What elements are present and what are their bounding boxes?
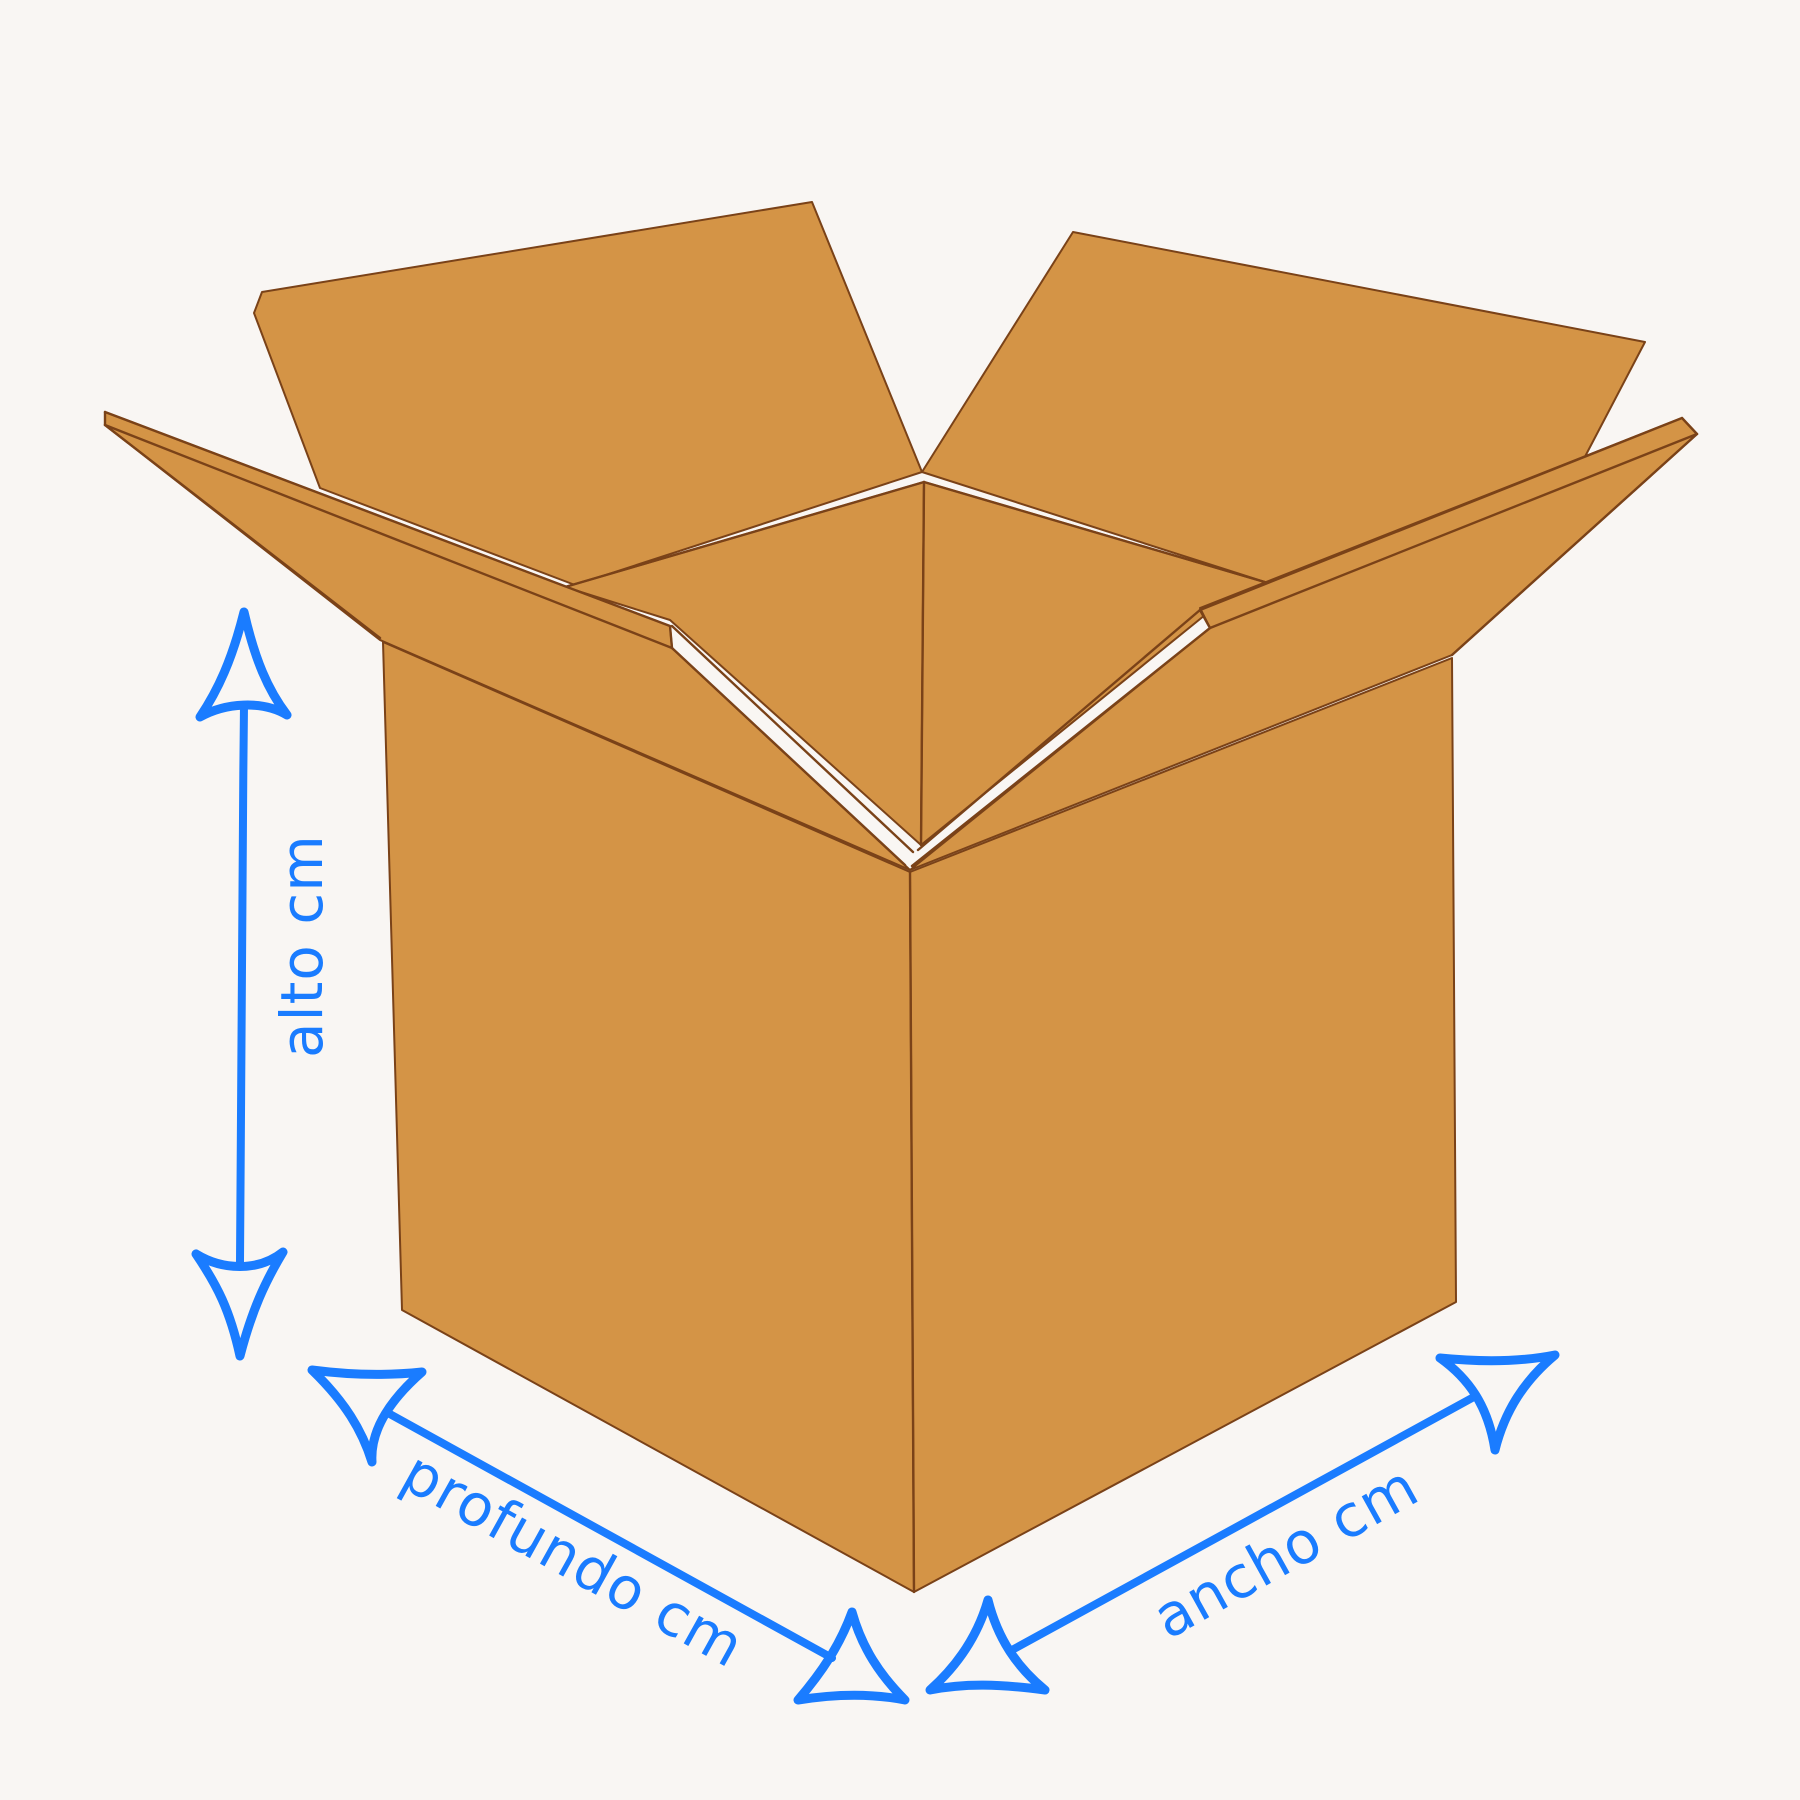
depth-arrow-start-head bbox=[307, 1365, 427, 1467]
width-arrow-shaft bbox=[1008, 1394, 1476, 1654]
front-left-flap-fold-line bbox=[670, 624, 915, 854]
height-arrow-bottom-head bbox=[191, 1247, 288, 1361]
box-body bbox=[382, 641, 1457, 1594]
front-left-flap bbox=[103, 410, 915, 871]
width-arrow-end-head bbox=[1435, 1350, 1560, 1455]
height-arrow-shaft bbox=[236, 701, 248, 1266]
depth-arrow-end-head bbox=[793, 1607, 910, 1705]
box-left-face bbox=[382, 641, 915, 1593]
front-right-flap bbox=[909, 416, 1699, 871]
front-left-flap-outer bbox=[103, 423, 382, 640]
height-label: alto cm bbox=[268, 834, 336, 1058]
front-right-flap-fold-line-2 bbox=[910, 626, 1212, 868]
height-arrow-top-head bbox=[195, 607, 292, 722]
width-arrow-start-head bbox=[925, 1595, 1050, 1695]
front-right-flap-inner-edge bbox=[1208, 432, 1699, 630]
depth-arrow-shaft bbox=[384, 1409, 836, 1662]
front-right-flap-outer bbox=[1450, 432, 1699, 657]
height-dimension: alto cm bbox=[191, 607, 336, 1361]
box-front-corner bbox=[908, 870, 916, 1594]
front-right-flap-end bbox=[1680, 416, 1699, 436]
front-left-flap-top-edge bbox=[103, 410, 674, 650]
back-flaps bbox=[253, 201, 1646, 586]
interior-back-corner bbox=[919, 480, 926, 847]
front-left-flap-fold-line-2 bbox=[670, 646, 907, 867]
interior-rim-left bbox=[563, 480, 926, 589]
box-interior bbox=[563, 480, 1270, 847]
front-left-flap-inner-edge bbox=[103, 423, 674, 650]
front-right-flap-fold-line bbox=[916, 608, 1202, 852]
interior-rim-right bbox=[922, 480, 1270, 585]
